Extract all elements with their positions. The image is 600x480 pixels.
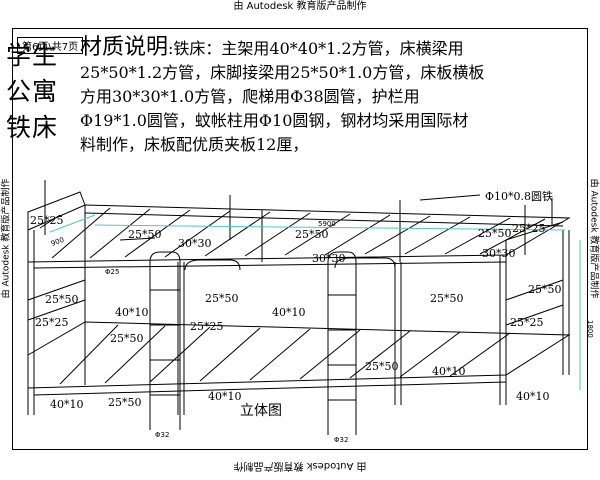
label-25x50-d: 25*50 bbox=[45, 293, 79, 306]
material-line-5: 料制作，床板配优质夹板12厘， bbox=[80, 135, 309, 154]
label-25x25-b: 25*25 bbox=[512, 222, 546, 235]
label-25x50-a: 25*50 bbox=[128, 228, 162, 241]
label-25x25-e: 25*25 bbox=[510, 316, 544, 329]
label-40x10-d: 40*10 bbox=[50, 398, 84, 411]
label-25x50-h: 25*50 bbox=[110, 332, 144, 345]
material-line-2: 25*50*1.2方管，床脚接梁用25*50*1.0方管，床板横板 bbox=[80, 63, 485, 82]
title-line-3: 铁床 bbox=[6, 113, 59, 142]
height-dim: 1800 bbox=[586, 320, 594, 338]
label-30x30-b: 30*30 bbox=[312, 252, 346, 265]
material-line-4: Φ19*1.0圆管，蚊帐柱用Φ10圆钢，钢材均采用国际材 bbox=[80, 111, 469, 130]
ladder-dim-1: Φ32 bbox=[155, 431, 169, 439]
label-25x50-i: 25*50 bbox=[365, 360, 399, 373]
label-25x50-g: 25*50 bbox=[528, 283, 562, 296]
label-25x50-j: 25*50 bbox=[108, 396, 142, 409]
ladder-dim-2: Φ32 bbox=[334, 436, 348, 444]
watermark-top: 由 Autodesk 教育版产品制作 bbox=[233, 1, 367, 12]
label-25x25-a: 25*25 bbox=[30, 214, 64, 227]
label-40x10-c: 40*10 bbox=[432, 365, 466, 378]
label-40x10-b: 40*10 bbox=[272, 306, 306, 319]
view-caption: 立体图 bbox=[240, 403, 282, 419]
depth-dim: 900 bbox=[50, 236, 65, 248]
page-indicator: 第6页\共7页 bbox=[17, 37, 84, 54]
drawing-frame: 第6页\共7页 bbox=[12, 28, 588, 450]
label-30x30-c: 30*30 bbox=[482, 247, 516, 260]
label-25x25-c: 25*25 bbox=[35, 316, 69, 329]
title-line-1: 学生 bbox=[6, 41, 59, 70]
label-40x10-f: 40*10 bbox=[516, 390, 550, 403]
material-description: 材质说明:铁床：主架用40*40*1.2方管，床横梁用 25*50*1.2方管，… bbox=[80, 36, 568, 157]
material-line-3: 方用30*30*1.0方管，爬梯用Φ38圆管，护栏用 bbox=[80, 87, 420, 106]
label-25x50-c: 25*50 bbox=[478, 227, 512, 240]
title-line-2: 公寓 bbox=[6, 77, 59, 106]
label-25x25-d: 25*25 bbox=[190, 320, 224, 333]
label-40x10-e: 40*10 bbox=[208, 390, 242, 403]
rod-dim: Φ10*0.8圆铁 bbox=[485, 190, 553, 203]
label-25x50-e: 25*50 bbox=[205, 292, 239, 305]
label-25x50-b: 25*50 bbox=[295, 228, 329, 241]
material-heading: 材质说明 bbox=[80, 35, 169, 60]
bar-dim: Φ25 bbox=[105, 268, 119, 276]
overall-length-dim: 5900 bbox=[318, 220, 336, 228]
label-30x30-a: 30*30 bbox=[178, 237, 212, 250]
material-line-1: :铁床：主架用40*40*1.2方管，床横梁用 bbox=[168, 39, 464, 58]
label-25x50-f: 25*50 bbox=[430, 292, 464, 305]
product-title: 学生 公寓 铁床 bbox=[6, 38, 58, 146]
label-40x10-a: 40*10 bbox=[115, 306, 149, 319]
